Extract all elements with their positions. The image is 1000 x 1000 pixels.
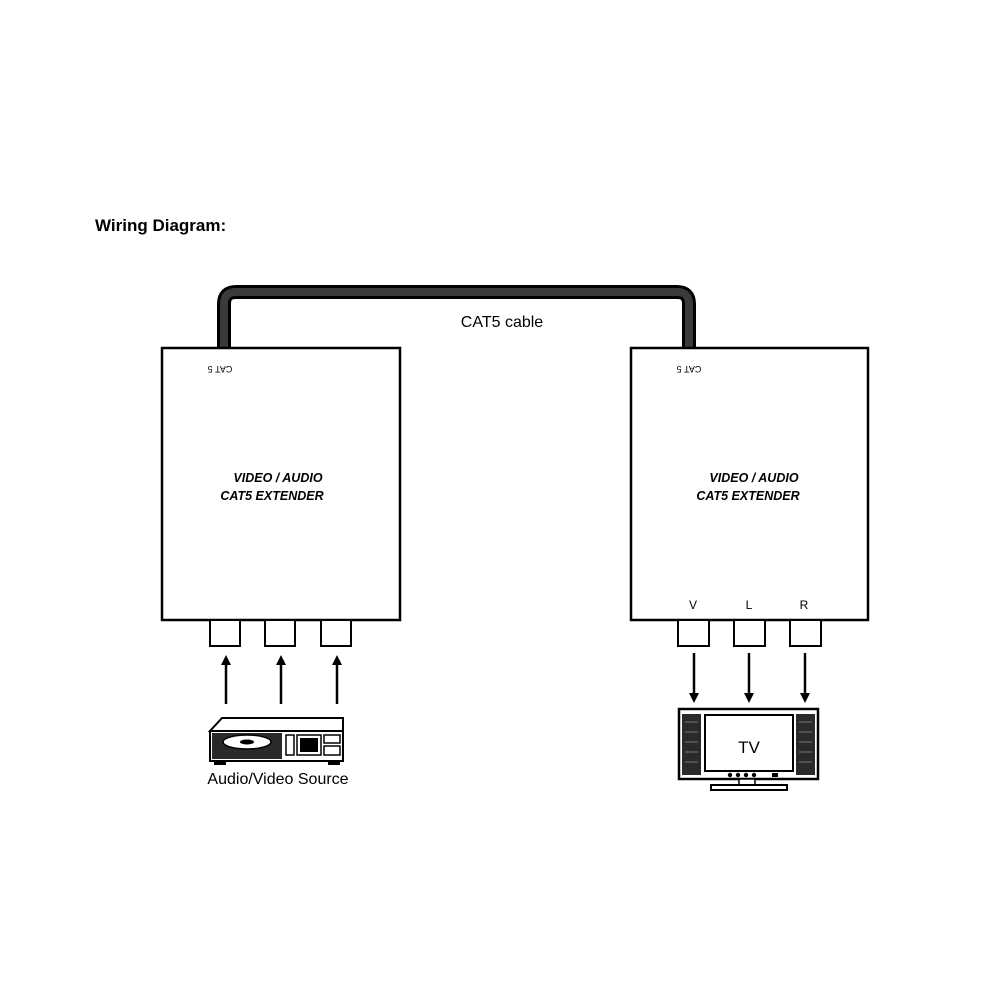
cat5-cable-core bbox=[220, 288, 693, 348]
rca-connector bbox=[789, 619, 822, 647]
extender-unit-receiver: CAT 5 VIDEO / AUDIO CAT5 EXTENDER V L R bbox=[629, 346, 870, 647]
source-label: Audio/Video Source bbox=[207, 771, 348, 788]
rca-connector bbox=[209, 619, 241, 647]
extender-unit-sender: CAT 5 VIDEO / AUDIO CAT5 EXTENDER bbox=[160, 346, 402, 647]
cat5-port-label: CAT 5 bbox=[208, 364, 233, 374]
rca-connector bbox=[320, 619, 352, 647]
cat5-cable bbox=[217, 285, 696, 348]
connector-label-v: V bbox=[689, 598, 697, 612]
cat5-port-label: CAT 5 bbox=[677, 364, 702, 374]
unit-title-line1: VIDEO / AUDIO bbox=[709, 471, 798, 485]
cable-label: CAT5 cable bbox=[461, 314, 544, 331]
rca-connector bbox=[733, 619, 766, 647]
rca-connector bbox=[264, 619, 296, 647]
tv-icon bbox=[677, 707, 820, 791]
extender-box bbox=[160, 346, 402, 622]
unit-title-line1: VIDEO / AUDIO bbox=[233, 471, 322, 485]
connector-label-l: L bbox=[746, 598, 753, 612]
display-label: TV bbox=[738, 738, 760, 757]
unit-title-line2: CAT5 EXTENDER bbox=[220, 489, 323, 503]
connector-label-r: R bbox=[800, 598, 809, 612]
page-title: Wiring Diagram: bbox=[95, 216, 227, 235]
dvd-player-icon bbox=[207, 717, 344, 765]
rca-connector bbox=[677, 619, 710, 647]
unit-title-line2: CAT5 EXTENDER bbox=[696, 489, 799, 503]
